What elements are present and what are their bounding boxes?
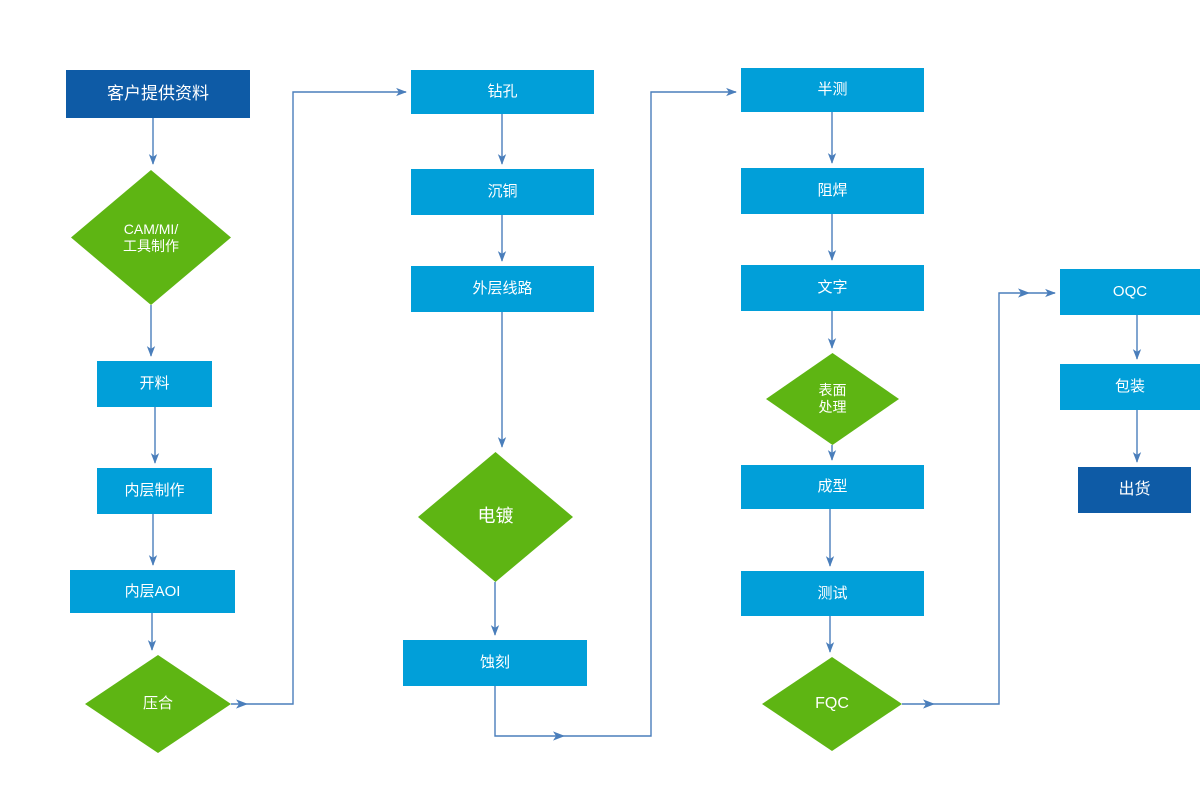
- flow-node-n9[interactable]: 外层线路: [411, 266, 594, 312]
- flow-node-label: 内层制作: [124, 482, 185, 500]
- flow-node-label: CAM/MI/ 工具制作: [123, 220, 179, 254]
- flow-node-label: 半测: [817, 81, 848, 99]
- diamond-shape-icon: [71, 170, 231, 305]
- diamond-shape-icon: [766, 353, 899, 445]
- arrowhead-icon: [553, 731, 565, 741]
- flow-node-n17[interactable]: 测试: [741, 571, 924, 616]
- flow-node-n1[interactable]: 客户提供资料: [66, 70, 250, 118]
- diamond-shape-icon: [418, 452, 573, 582]
- diamond-shape-icon: [85, 655, 231, 753]
- flow-node-label: 钻孔: [487, 83, 518, 101]
- flow-node-n16[interactable]: 成型: [741, 465, 924, 509]
- flow-node-n15[interactable]: 表面 处理: [766, 353, 899, 445]
- diamond-shape-icon: [762, 657, 902, 751]
- flow-node-label: 开料: [139, 375, 170, 393]
- flow-node-n14[interactable]: 文字: [741, 265, 924, 311]
- flow-node-label: 阻焊: [817, 182, 848, 200]
- flow-node-n5[interactable]: 内层AOI: [70, 570, 235, 613]
- flow-node-label: FQC: [815, 694, 849, 712]
- flow-node-n21[interactable]: 出货: [1078, 467, 1191, 513]
- flow-node-label: 蚀刻: [479, 654, 510, 672]
- flow-node-n18[interactable]: FQC: [762, 657, 902, 751]
- flow-node-label: 文字: [817, 279, 848, 297]
- flow-node-label: 电镀: [477, 506, 514, 527]
- flow-node-n3[interactable]: 开料: [97, 361, 212, 407]
- flow-node-label: 表面 处理: [818, 382, 847, 415]
- flow-node-n2[interactable]: CAM/MI/ 工具制作: [71, 170, 231, 305]
- connector-n18-to-n19: [902, 288, 1056, 709]
- flow-node-label: 测试: [817, 584, 848, 602]
- flow-node-label: 包装: [1114, 378, 1145, 396]
- flow-node-label: 客户提供资料: [107, 83, 209, 103]
- flow-node-n13[interactable]: 阻焊: [741, 168, 924, 214]
- flow-node-n8[interactable]: 沉铜: [411, 169, 594, 215]
- arrowhead-icon: [923, 699, 935, 709]
- flow-node-label: 外层线路: [472, 280, 533, 298]
- flow-node-n6[interactable]: 压合: [85, 655, 231, 753]
- flow-node-label: OQC: [1112, 283, 1148, 301]
- flow-node-n11[interactable]: 蚀刻: [403, 640, 587, 686]
- flow-node-n19[interactable]: OQC: [1060, 269, 1200, 315]
- flow-node-label: 沉铜: [487, 183, 518, 201]
- flow-node-label: 内层AOI: [124, 582, 181, 600]
- connector-n6-to-n7: [231, 87, 407, 709]
- arrowhead-icon: [236, 699, 248, 709]
- flow-node-n4[interactable]: 内层制作: [97, 468, 212, 514]
- flow-node-n7[interactable]: 钻孔: [411, 70, 594, 114]
- flow-node-label: 出货: [1118, 480, 1151, 498]
- flow-node-n20[interactable]: 包装: [1060, 364, 1200, 410]
- arrowhead-icon: [1018, 288, 1030, 298]
- flow-node-n12[interactable]: 半测: [741, 68, 924, 112]
- flow-node-label: 压合: [142, 695, 173, 713]
- flow-node-n10[interactable]: 电镀: [418, 452, 573, 582]
- flow-node-label: 成型: [817, 478, 848, 496]
